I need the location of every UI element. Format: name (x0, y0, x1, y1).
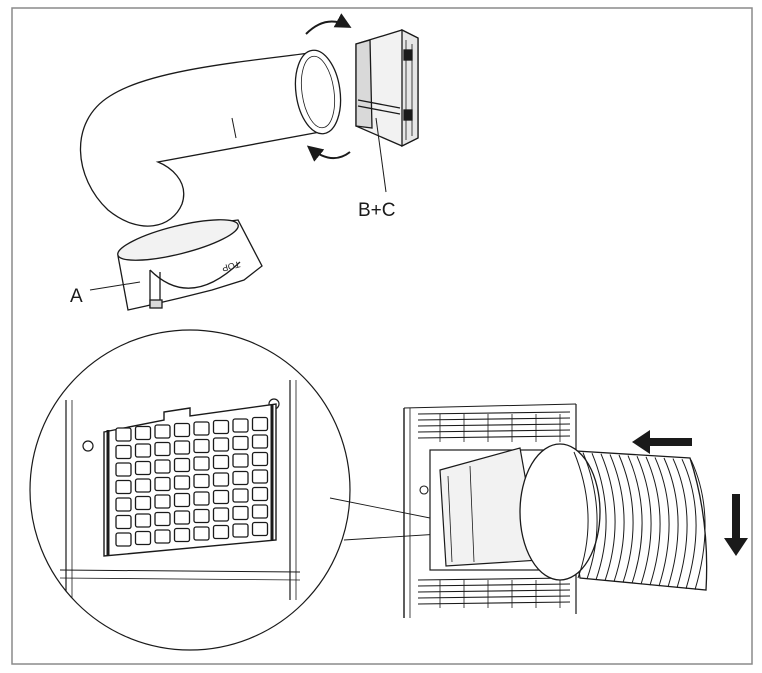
window-screw (419, 485, 429, 495)
leader-bc (375, 117, 387, 193)
screw-left (82, 440, 94, 452)
rotate-arrow-bottom (306, 145, 351, 162)
zoom-line-top (329, 497, 441, 521)
top-mark: TOP (221, 259, 241, 273)
rotate-arrow-top (305, 13, 352, 35)
hose-ribs (573, 451, 706, 590)
window-install (403, 403, 708, 618)
magnifier-circle (29, 329, 351, 651)
zoom-line-bottom (343, 533, 441, 541)
adapter-bc (355, 28, 419, 148)
label-bc: B+C (358, 200, 396, 221)
label-a: A (70, 286, 83, 307)
grille-cells (115, 416, 269, 547)
direction-arrows (632, 430, 748, 556)
down-arrow (724, 494, 748, 556)
rotate-arrows (305, 13, 352, 162)
louvers-top (417, 411, 571, 442)
push-arrow (632, 430, 692, 454)
louvers-bottom (417, 577, 571, 608)
leader-a (89, 281, 141, 291)
exhaust-hose (79, 49, 342, 227)
adapter-a (117, 219, 263, 311)
hose-end-opening (294, 49, 342, 135)
